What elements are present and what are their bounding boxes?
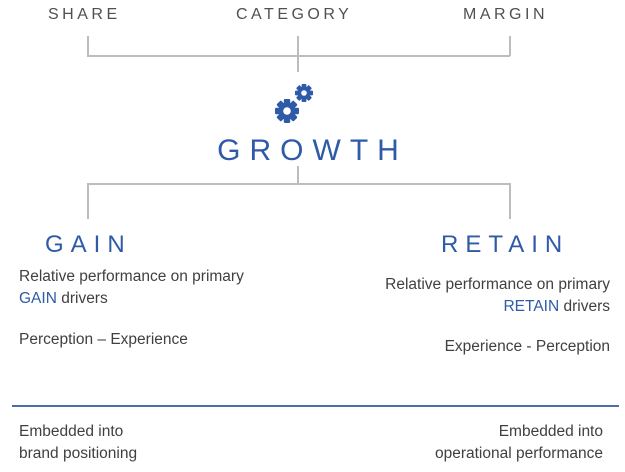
top-label-category: CATEGORY: [236, 6, 353, 23]
retain-description-line2: RETAIN drivers: [385, 296, 610, 318]
growth-title: GROWTH: [217, 134, 408, 167]
retain-title: RETAIN: [441, 231, 570, 258]
gain-description: Relative performance on primary GAIN dri…: [19, 266, 244, 310]
gears-icon: [275, 84, 313, 123]
retain-description-line1: Relative performance on primary: [385, 276, 610, 293]
retain-description: Relative performance on primary RETAIN d…: [385, 274, 610, 318]
retain-footer-line1: Embedded into: [498, 423, 603, 440]
retain-line2-rest: drivers: [559, 298, 610, 315]
gain-footer-line2: brand positioning: [19, 445, 138, 462]
gain-perception: Perception – Experience: [19, 331, 188, 348]
gain-line2-rest: drivers: [56, 290, 108, 307]
gain-description-line1: Relative performance on primary: [19, 268, 244, 285]
gain-footer-line1: Embedded into: [19, 423, 124, 440]
retain-footer-line2: operational performance: [434, 445, 603, 462]
retain-highlight: RETAIN: [503, 298, 560, 315]
top-label-share: SHARE: [48, 6, 121, 23]
retain-footer: Embedded into operational performance: [435, 421, 603, 465]
gain-description-line2: GAIN drivers: [19, 288, 244, 310]
gain-title: GAIN: [45, 231, 132, 258]
top-label-margin: MARGIN: [463, 6, 548, 23]
footer-divider: [12, 405, 619, 407]
gain-highlight: GAIN: [19, 290, 57, 307]
gain-footer: Embedded into brand positioning: [19, 421, 137, 465]
retain-perception: Experience - Perception: [444, 338, 610, 355]
